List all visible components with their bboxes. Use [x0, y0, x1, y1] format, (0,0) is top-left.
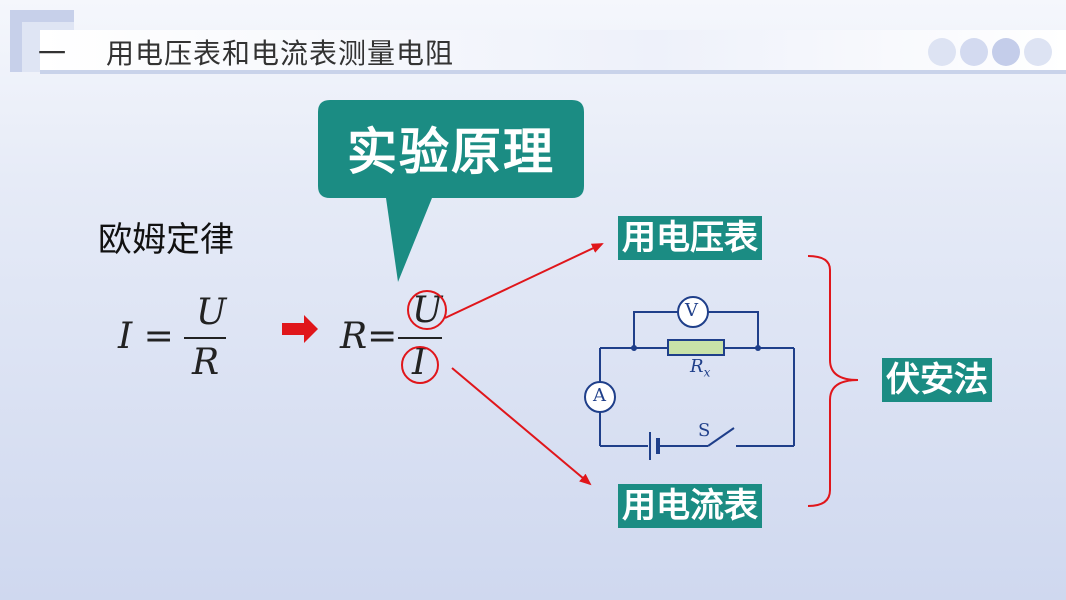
- brace-icon: [807, 255, 859, 507]
- method-name-label: 伏安法: [882, 358, 992, 402]
- ammeter-method-label: 用电流表: [618, 484, 762, 528]
- switch-label: S: [698, 420, 711, 441]
- voltmeter-method-label: 用电压表: [618, 216, 762, 260]
- decorative-dots: [928, 38, 1058, 68]
- arrow-to-ammeter: [451, 367, 592, 486]
- highlight-circle-u: [407, 290, 447, 330]
- formula-rhs-prefix: R=: [340, 316, 398, 357]
- arrow-to-voltmeter: [444, 243, 604, 319]
- dot-icon: [1024, 38, 1052, 66]
- ohm-law-label: 欧姆定律: [98, 220, 234, 260]
- voltmeter-icon: [677, 296, 709, 328]
- formula-denominator: R: [192, 342, 220, 383]
- resistor-label: Rx: [690, 356, 710, 380]
- slide-header: 一 用电压表和电流表测量电阻: [0, 0, 1066, 80]
- ammeter-icon: [584, 381, 616, 413]
- voltmeter-symbol: V: [685, 300, 698, 321]
- highlight-circle-i: [401, 346, 439, 384]
- fraction-bar: [398, 337, 442, 339]
- formula-rhs-numerator: U: [412, 290, 443, 331]
- resistor-subscript: x: [703, 365, 711, 380]
- header-band: [40, 30, 1066, 72]
- section-number: 一: [38, 37, 67, 70]
- resistor-icon: [667, 339, 725, 356]
- resistor-symbol: R: [690, 356, 704, 377]
- header-underline: [40, 70, 1066, 74]
- circuit-diagram: [599, 311, 795, 447]
- dot-icon: [960, 38, 988, 66]
- callout-text: 实验原理: [347, 123, 555, 181]
- formula-numerator: U: [196, 292, 227, 333]
- dot-icon: [992, 38, 1020, 66]
- ammeter-symbol: A: [593, 385, 606, 406]
- fraction-bar: [184, 337, 226, 339]
- formula-rhs-denominator: I: [412, 342, 427, 383]
- formula-lhs: I =: [118, 316, 174, 357]
- dot-icon: [928, 38, 956, 66]
- page-title: 用电压表和电流表测量电阻: [106, 37, 455, 70]
